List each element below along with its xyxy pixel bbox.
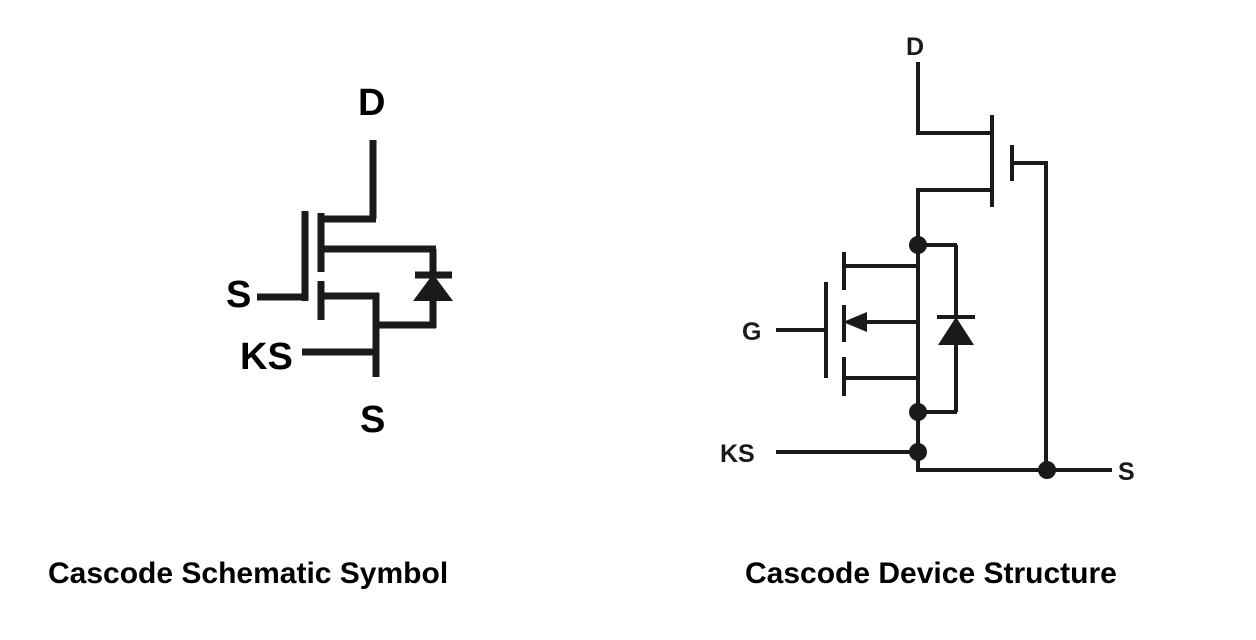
right-kelvin-source-label: KS [720,440,755,468]
right-source-label: S [1118,458,1135,486]
junction-dot-mosfet-drain [909,236,927,254]
left-figure-caption: Cascode Schematic Symbol [48,557,448,590]
left-source-label: S [226,274,251,316]
junction-dot-mosfet-source [909,403,927,421]
figure-cascode-schematic-symbol: D S KS S Cascode Schematic Symbol [48,82,453,590]
right-drain-label: D [906,33,924,61]
figure-cascode-device-structure: D G KS S Cascode Device Structure [720,33,1135,590]
left-bottom-source-label: S [360,399,385,441]
left-drain-label: D [358,82,385,124]
junction-dot-ks [909,443,927,461]
junction-dot-source [1038,461,1056,479]
left-kelvin-source-label: KS [240,336,293,378]
mosfet-bulk-arrow [843,312,867,332]
diode-triangle-right [938,317,974,345]
right-gate-label: G [742,318,761,346]
right-figure-caption: Cascode Device Structure [745,557,1117,590]
diode-triangle-left [413,274,453,301]
